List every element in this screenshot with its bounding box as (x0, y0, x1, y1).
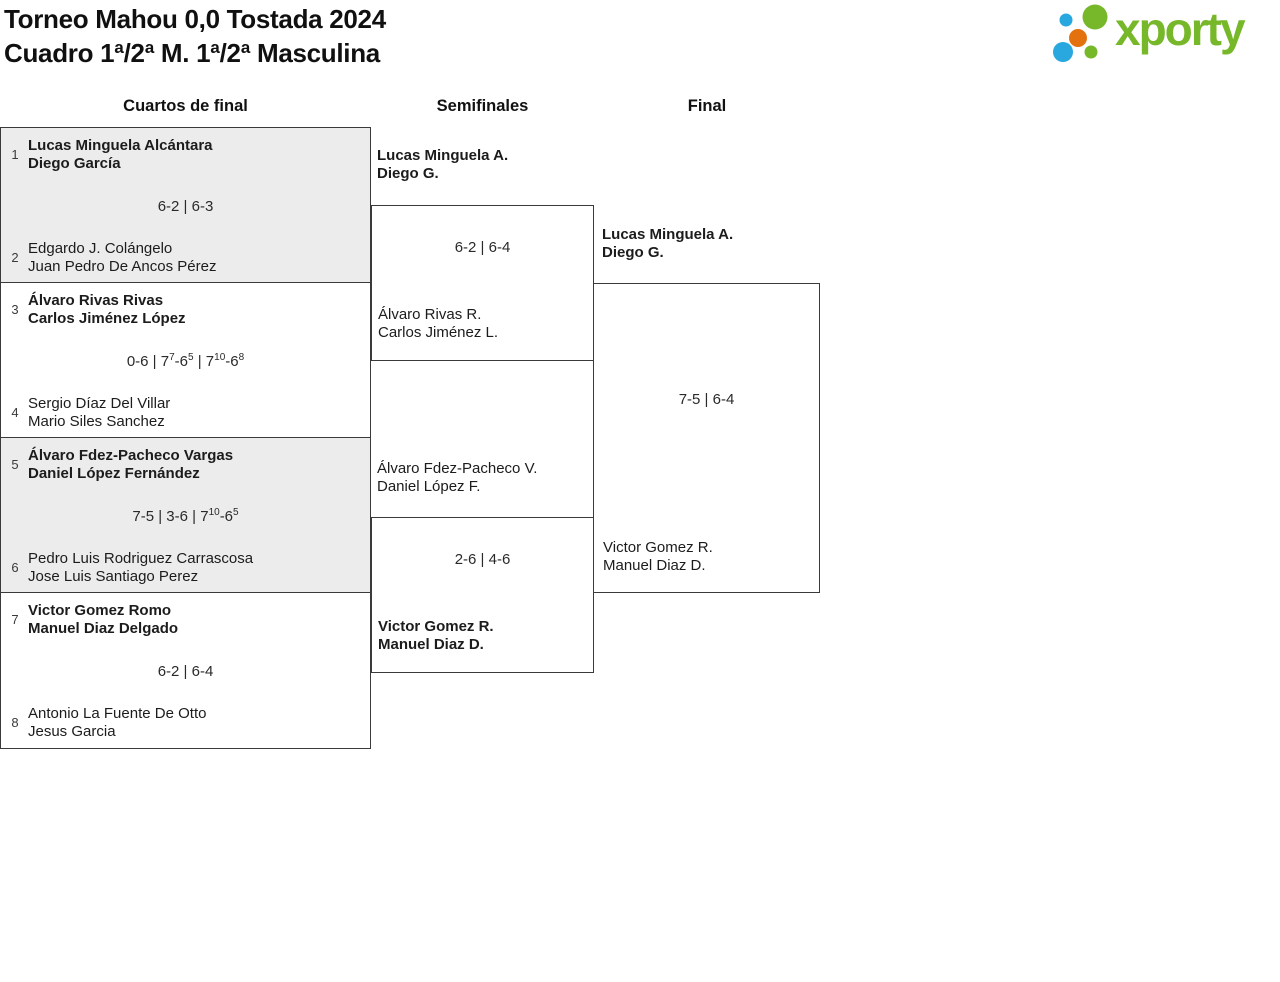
team-pair: Sergio Díaz Del Villar Mario Siles Sanch… (28, 395, 170, 431)
player-name: Carlos Jiménez L. (378, 324, 499, 341)
team-pair: Álvaro Rivas R. Carlos Jiménez L. (378, 306, 498, 342)
player-name: Manuel Diaz D. (603, 557, 706, 574)
player-name: Jose Luis Santiago Perez (28, 568, 199, 585)
sf-match-2: Álvaro Fdez-Pacheco V. Daniel López F. 2… (371, 460, 594, 674)
player-name: Edgardo J. Colángelo (28, 240, 173, 257)
player-name: Pedro Luis Rodriguez Carrascosa (28, 550, 254, 567)
tournament-name: Torneo Mahou 0,0 Tostada 2024 (4, 4, 386, 34)
player-name: Álvaro Fdez-Pacheco Vargas (28, 447, 234, 464)
xporty-logo-text: xporty (1115, 3, 1246, 55)
xporty-logo[interactable]: xporty (1048, 2, 1246, 64)
player-name: Victor Gomez R. (603, 539, 713, 556)
player-name: Lucas Minguela A. (377, 147, 509, 164)
seed-number: 1 (11, 147, 19, 162)
qf-match-1: 1 Lucas Minguela Alcántara Diego García … (1, 128, 370, 283)
player-name: Daniel López Fernández (28, 465, 200, 482)
player-name: Manuel Diaz Delgado (28, 620, 179, 637)
player-name: Lucas Minguela Alcántara (28, 137, 213, 154)
match-score: 0-6 | 77-65 | 710-68 (126, 352, 245, 371)
team-pair: Edgardo J. Colángelo Juan Pedro De Ancos… (28, 240, 216, 276)
column-header-cuartos-de-final: Cuartos de final (123, 97, 248, 115)
player-name: Carlos Jiménez López (28, 310, 186, 327)
match-score: 6-2 | 6-4 (157, 663, 214, 680)
team-pair: Álvaro Rivas Rivas Carlos Jiménez López (28, 292, 186, 328)
player-name: Victor Gomez R. (378, 618, 494, 635)
player-name: Álvaro Rivas Rivas (28, 292, 164, 309)
qf-match-2: 3 Álvaro Rivas Rivas Carlos Jiménez Lópe… (1, 283, 370, 438)
player-name: Sergio Díaz Del Villar (28, 395, 171, 412)
draw-name: Cuadro 1ª/2ª M. 1ª/2ª Masculina (4, 38, 380, 68)
player-name: Jesus Garcia (28, 723, 116, 740)
column-header-final: Final (687, 97, 727, 115)
team-pair: Victor Gomez Romo Manuel Diaz Delgado (28, 602, 178, 638)
team-pair: Álvaro Fdez-Pacheco Vargas Daniel López … (28, 447, 233, 483)
player-name: Daniel López F. (377, 478, 481, 495)
match-score: 6-2 | 6-4 (454, 239, 511, 256)
player-name: Lucas Minguela A. (602, 226, 734, 243)
column-header-semifinales: Semifinales (436, 97, 529, 115)
player-name: Diego G. (602, 244, 664, 261)
sf-match-1: Lucas Minguela A. Diego G. 6-2 | 6-4 Álv… (371, 147, 594, 362)
seed-number: 3 (11, 302, 19, 317)
player-name: Victor Gomez Romo (28, 602, 172, 619)
match-box: 7-5 | 6-4 Victor Gomez R. Manuel Diaz D. (593, 283, 820, 593)
team-pair: Victor Gomez R. Manuel Diaz D. (603, 539, 713, 575)
quarterfinals-column: 1 Lucas Minguela Alcántara Diego García … (0, 127, 371, 749)
player-name: Álvaro Fdez-Pacheco V. (377, 460, 538, 477)
match-score: 7-5 | 6-4 (678, 391, 735, 408)
seed-number: 2 (11, 250, 19, 265)
qf-match-3: 5 Álvaro Fdez-Pacheco Vargas Daniel Lópe… (1, 438, 370, 593)
player-name: Juan Pedro De Ancos Pérez (28, 258, 217, 275)
team-pair: Victor Gomez R. Manuel Diaz D. (378, 618, 494, 654)
player-name: Mario Siles Sanchez (28, 413, 165, 430)
team-pair: Lucas Minguela A. Diego G. (377, 147, 508, 183)
xporty-dots-icon (1053, 4, 1108, 62)
seed-number: 7 (11, 612, 19, 627)
match-box: 2-6 | 4-6 Victor Gomez R. Manuel Diaz D. (371, 517, 594, 673)
match-score: 6-2 | 6-3 (157, 198, 214, 215)
match-box: 6-2 | 6-4 Álvaro Rivas R. Carlos Jiménez… (371, 205, 594, 361)
player-name: Manuel Diaz D. (378, 636, 484, 653)
final-match: Lucas Minguela A. Diego G. 7-5 | 6-4 Vic… (593, 226, 820, 594)
match-score: 7-5 | 3-6 | 710-65 (132, 507, 239, 526)
match-score: 2-6 | 4-6 (454, 551, 511, 568)
team-pair: Pedro Luis Rodriguez Carrascosa Jose Lui… (28, 550, 253, 586)
seed-number: 8 (11, 715, 19, 730)
qf-match-4: 7 Victor Gomez Romo Manuel Diaz Delgado … (1, 593, 370, 748)
player-name: Álvaro Rivas R. (378, 306, 482, 323)
team-pair: Lucas Minguela Alcántara Diego García (28, 137, 213, 173)
player-name: Diego G. (377, 165, 439, 182)
seed-number: 6 (11, 560, 19, 575)
seed-number: 4 (11, 405, 19, 420)
page-title: Torneo Mahou 0,0 Tostada 2024 Cuadro 1ª/… (4, 2, 386, 70)
player-name: Diego García (28, 155, 121, 172)
team-pair: Álvaro Fdez-Pacheco V. Daniel López F. (377, 460, 537, 496)
seed-number: 5 (11, 457, 19, 472)
team-pair: Lucas Minguela A. Diego G. (602, 226, 733, 262)
team-pair: Antonio La Fuente De Otto Jesus Garcia (28, 705, 206, 741)
player-name: Antonio La Fuente De Otto (28, 705, 207, 722)
